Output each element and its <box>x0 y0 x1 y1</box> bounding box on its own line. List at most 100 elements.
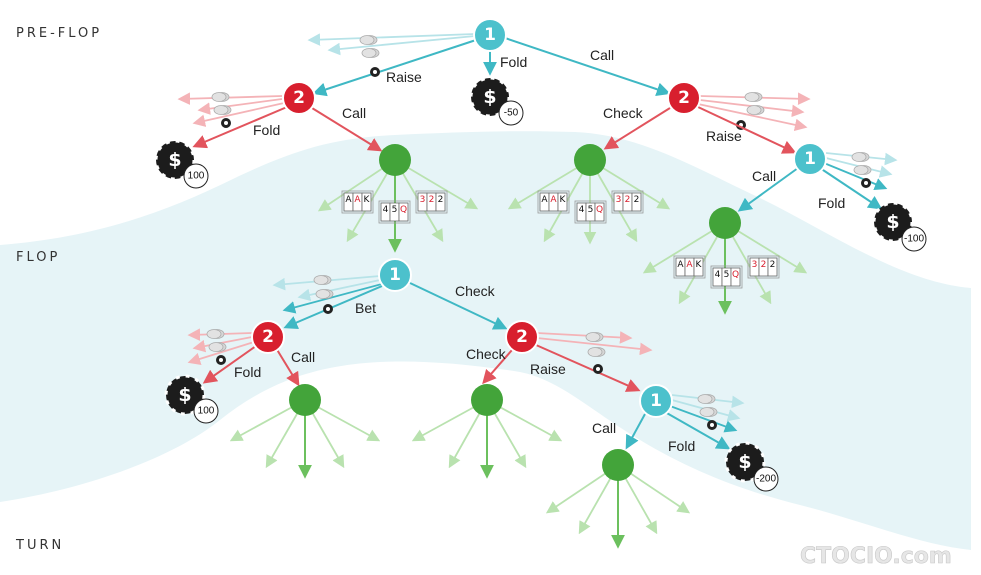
playing-card <box>730 267 741 287</box>
action-label-call: Call <box>291 349 315 365</box>
poker-chip-icon <box>211 92 230 102</box>
faded-raise-edge <box>536 331 633 344</box>
poker-chip-icon <box>370 67 380 77</box>
poker-chip-icon <box>221 118 231 128</box>
payoff-value: 100 <box>198 406 215 417</box>
node-number: 1 <box>389 265 401 285</box>
action-label-fold: Fold <box>500 54 527 70</box>
card-set-frame <box>378 200 411 224</box>
node-number: 2 <box>678 88 690 108</box>
faded-raise-edge <box>536 337 653 356</box>
chance-node[interactable] <box>471 384 503 416</box>
card-rank: 5 <box>724 270 730 280</box>
node-number: 2 <box>262 327 274 347</box>
edge-check <box>603 107 671 150</box>
poker-chip-icon <box>697 394 716 404</box>
card-rank: 2 <box>761 260 767 270</box>
player1-node-root[interactable]: 1 <box>473 18 507 52</box>
edge-check <box>482 349 513 385</box>
action-label-fold: Fold <box>668 438 695 454</box>
playing-card <box>767 257 778 277</box>
payoff-chip-left-fold: $ 100 <box>154 139 209 189</box>
faded-raise-edge <box>307 33 476 46</box>
stage-label-flop: FLOP <box>16 250 60 265</box>
faded-raise-edge <box>697 103 808 132</box>
action-label-call: Call <box>342 105 366 121</box>
action-label-call: Call <box>590 47 614 63</box>
card-set-frame <box>537 190 570 214</box>
player1-node-flop-right[interactable]: 1 <box>639 384 673 418</box>
action-label-fold: Fold <box>818 195 845 211</box>
node-number: 1 <box>484 25 496 45</box>
poker-chip-icon <box>315 289 334 299</box>
chance-node[interactable] <box>289 384 321 416</box>
poker-chip-icon <box>585 332 604 342</box>
action-label-check: Check <box>603 105 644 121</box>
payoff-chip-flop-right-fold: $ -200 <box>724 441 779 492</box>
edge-bet <box>283 285 383 330</box>
card-rank: A <box>354 195 361 205</box>
edge-fold <box>664 411 731 450</box>
player2-node-right[interactable]: 2 <box>667 81 701 115</box>
edge-call <box>504 37 671 97</box>
card-set-frame <box>415 190 448 214</box>
faded-raise-edge <box>823 162 888 191</box>
faded-raise-edge <box>327 35 476 56</box>
dollar-icon: $ <box>738 451 751 473</box>
chance-node[interactable] <box>709 207 741 239</box>
poker-chip-icon <box>216 355 226 365</box>
poker-chip-icon <box>593 364 603 374</box>
edge-raise <box>535 344 641 392</box>
faded-raise-edge <box>187 341 255 366</box>
faded-raise-edge <box>297 279 381 302</box>
chance-node[interactable] <box>602 449 634 481</box>
playing-card <box>557 192 568 212</box>
faded-raise-edge <box>177 92 283 106</box>
poker-chip-icon <box>208 342 227 352</box>
edge-call <box>737 167 799 212</box>
card-rank: A <box>541 195 548 205</box>
player1-node-right[interactable]: 1 <box>793 142 827 176</box>
player2-node-left[interactable]: 2 <box>282 81 316 115</box>
card-rank: Q <box>596 205 603 215</box>
node-number: 1 <box>804 149 816 169</box>
dollar-icon: $ <box>483 86 496 108</box>
watermark: CTOCIO.com <box>800 544 952 569</box>
card-rank: A <box>345 195 352 205</box>
edge-check <box>409 282 508 330</box>
poker-chip-icon <box>707 420 717 430</box>
card-rank: 3 <box>420 195 426 205</box>
poker-chip-icon <box>313 275 332 285</box>
poker-chip-icon <box>361 48 380 58</box>
payoff-value: 100 <box>188 171 205 182</box>
card-rank: 2 <box>625 195 631 205</box>
chance-node[interactable] <box>379 144 411 176</box>
stage-label-preflop: PRE-FLOP <box>16 26 102 41</box>
player2-node-flop-right[interactable]: 2 <box>505 320 539 354</box>
card-rank: A <box>686 260 693 270</box>
dollar-icon: $ <box>886 211 899 233</box>
chance-node[interactable] <box>574 144 606 176</box>
player1-node-flop[interactable]: 1 <box>378 258 412 292</box>
card-rank: K <box>364 195 371 205</box>
poker-chip-icon <box>744 92 763 102</box>
playing-card <box>631 192 642 212</box>
dollar-icon: $ <box>178 384 191 406</box>
payoff-chip-root-fold: $ -50 <box>469 76 524 126</box>
poker-chip-icon <box>853 165 872 175</box>
playing-card <box>398 202 409 222</box>
poker-chip-icon <box>206 329 225 339</box>
action-label-raise: Raise <box>706 128 742 144</box>
player2-node-flop-left[interactable]: 2 <box>251 320 285 354</box>
card-rank: 2 <box>429 195 435 205</box>
card-rank: 3 <box>752 260 758 270</box>
poker-chip-icon <box>861 178 871 188</box>
